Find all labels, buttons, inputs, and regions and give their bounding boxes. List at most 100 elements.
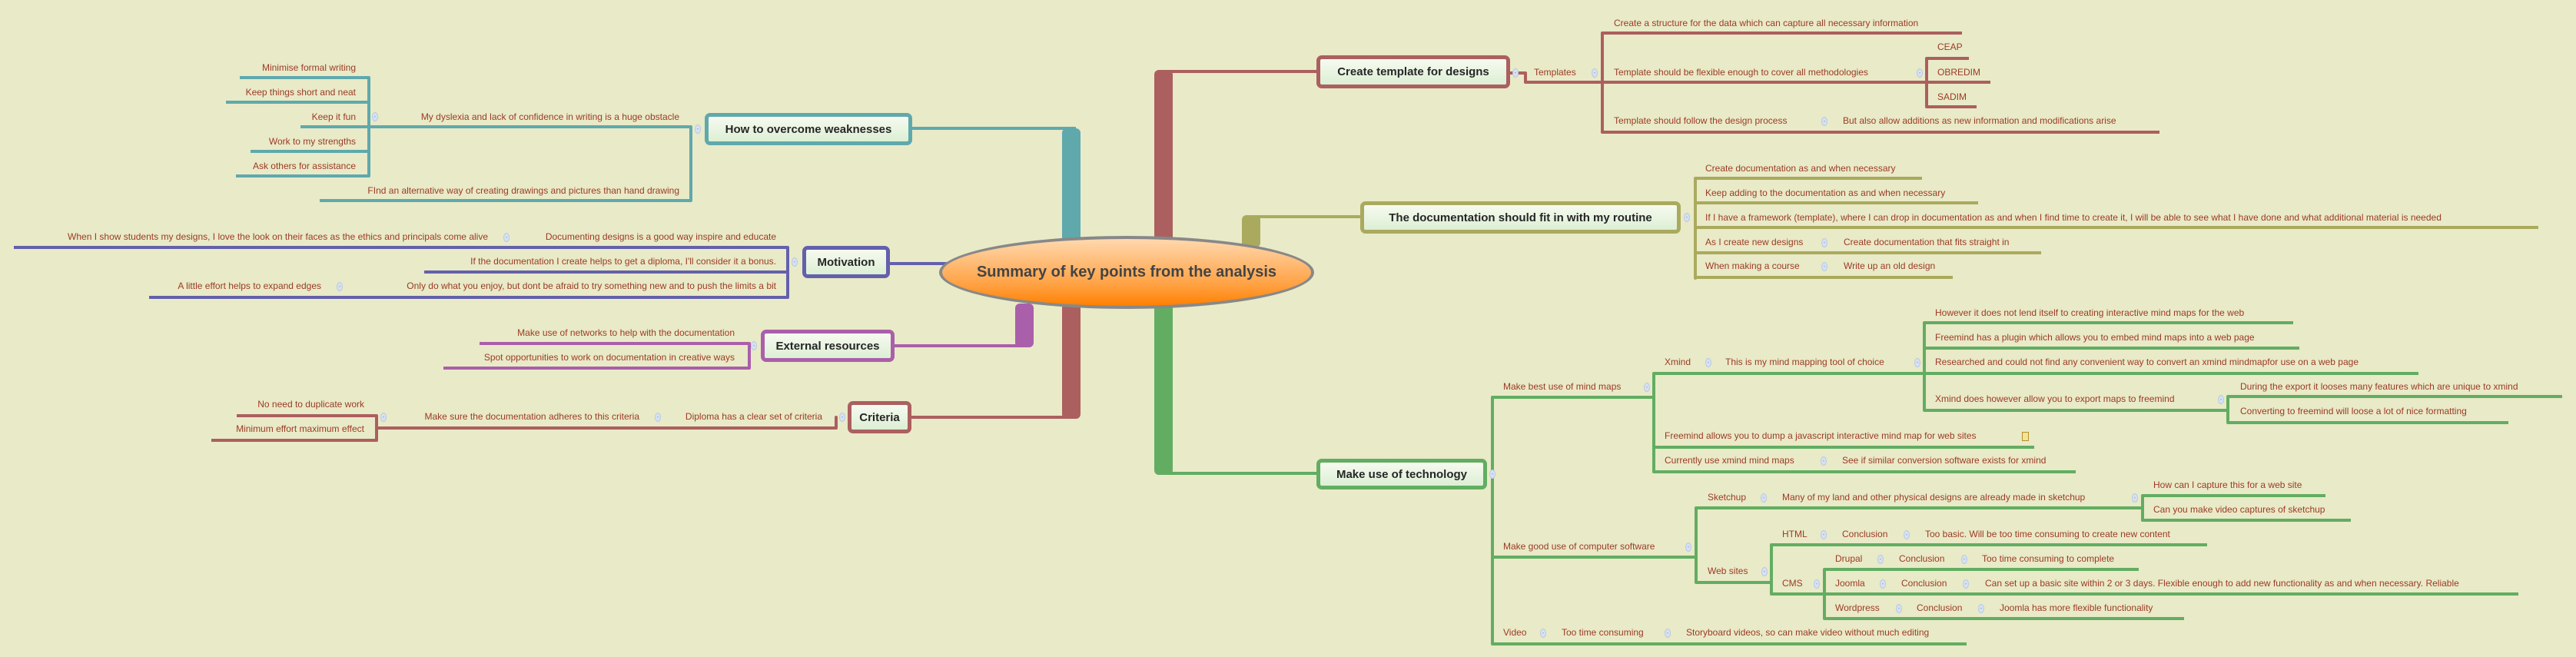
topic-label[interactable]: Diploma has a clear set of criteria (685, 411, 822, 422)
topic-label[interactable]: CMS (1782, 578, 1803, 589)
topic-label[interactable]: Too time consuming to complete (1982, 553, 2115, 564)
topic-label[interactable]: Only do what you enjoy, but dont be afra… (407, 280, 776, 291)
collapse-toggle-icon[interactable]: - (1821, 117, 1827, 126)
collapse-toggle-icon[interactable]: - (372, 112, 378, 121)
topic-label[interactable]: Create a structure for the data which ca… (1614, 18, 1919, 28)
topic-label[interactable]: Conclusion (1917, 602, 1963, 613)
topic-label[interactable]: Drupal (1835, 553, 1863, 564)
topic-label[interactable]: Can set up a basic site within 2 or 3 da… (1985, 578, 2459, 589)
topic-label[interactable]: When I show students my designs, I love … (68, 231, 488, 242)
topic-label[interactable]: See if similar conversion software exist… (1842, 455, 2047, 466)
topic-label[interactable]: Can you make video captures of sketchup (2153, 504, 2325, 515)
collapse-toggle-icon[interactable]: - (1880, 579, 1886, 589)
collapse-toggle-icon[interactable]: - (1761, 567, 1768, 576)
topic-label[interactable]: But also allow additions as new informat… (1843, 115, 2116, 126)
topic-label[interactable]: Joomla (1835, 578, 1865, 589)
collapse-toggle-icon[interactable]: - (655, 413, 661, 422)
topic-label[interactable]: If I have a framework (template), where … (1705, 212, 2442, 223)
collapse-toggle-icon[interactable]: - (1821, 530, 1827, 539)
topic-label[interactable]: Keep adding to the documentation as and … (1705, 187, 1946, 198)
topic-external-resources[interactable]: External resources (761, 330, 895, 362)
collapse-toggle-icon[interactable]: - (1512, 68, 1519, 78)
weakness-alternative[interactable]: FInd an alternative way of creating draw… (367, 185, 679, 196)
methodology[interactable]: CEAP (1937, 41, 1963, 52)
note-icon[interactable] (2022, 432, 2029, 441)
topic-label[interactable]: Web sites (1708, 566, 1748, 576)
topic-label[interactable]: Conclusion (1901, 578, 1947, 589)
collapse-toggle-icon[interactable]: - (337, 282, 343, 291)
topic-label[interactable]: A little effort helps to expand edges (178, 280, 321, 291)
collapse-toggle-icon[interactable]: - (1821, 238, 1827, 247)
topic-create-template-for-designs[interactable]: Create template for designs (1316, 55, 1510, 88)
collapse-toggle-icon[interactable]: - (1961, 555, 1967, 564)
collapse-toggle-icon[interactable]: - (1761, 493, 1767, 503)
weakness-obstacle[interactable]: My dyslexia and lack of confidence in wr… (420, 111, 679, 122)
topic-label[interactable]: If the documentation I create helps to g… (470, 256, 776, 267)
collapse-toggle-icon[interactable]: - (695, 124, 701, 134)
topic-label[interactable]: Make use of networks to help with the do… (517, 327, 735, 338)
topic-label[interactable]: Storyboard videos, so can make video wit… (1686, 627, 1930, 638)
topic-label[interactable]: Spot opportunities to work on documentat… (483, 352, 735, 363)
methodology[interactable]: OBREDIM (1937, 67, 1981, 78)
topic-label[interactable]: Xmind does however allow you to export m… (1935, 393, 2175, 404)
topic-make-use-of-technology[interactable]: Make use of technology (1316, 459, 1487, 489)
collapse-toggle-icon[interactable]: - (1904, 530, 1910, 539)
topic-label[interactable]: Xmind (1665, 357, 1691, 367)
topic-label[interactable]: Converting to freemind will loose a lot … (2240, 406, 2467, 416)
collapse-toggle-icon[interactable]: - (1963, 579, 1969, 589)
topic-label[interactable]: Make sure the documentation adheres to t… (424, 411, 639, 422)
collapse-toggle-icon[interactable]: - (1978, 604, 1984, 613)
topic-label[interactable]: Write up an old design (1844, 260, 1936, 271)
topic-label[interactable]: Minimum effort maximum effect (236, 423, 364, 434)
weakness-tip[interactable]: Ask others for assistance (252, 161, 356, 171)
collapse-toggle-icon[interactable]: - (751, 341, 757, 350)
topic-label[interactable]: Wordpress (1835, 602, 1880, 613)
topic-label[interactable]: Currently use xmind mind maps (1665, 455, 1794, 466)
topic-label[interactable]: Video (1503, 627, 1527, 638)
topic-how-to-overcome-weaknesses[interactable]: How to overcome weaknesses (705, 113, 912, 145)
collapse-toggle-icon[interactable]: - (503, 233, 510, 242)
topic-label[interactable]: When making a course (1705, 260, 1800, 271)
topic-criteria[interactable]: Criteria (848, 401, 911, 433)
topic-documentation-routine[interactable]: The documentation should fit in with my … (1360, 201, 1681, 234)
weakness-tip[interactable]: Keep things short and neat (245, 87, 356, 98)
collapse-toggle-icon[interactable]: - (2132, 493, 2138, 503)
topic-label[interactable]: Template should follow the design proces… (1614, 115, 1788, 126)
topic-label[interactable]: Freemind has a plugin which allows you t… (1935, 332, 2255, 343)
weakness-tip[interactable]: Keep it fun (311, 111, 356, 122)
collapse-toggle-icon[interactable]: - (1540, 629, 1546, 638)
topic-label[interactable]: Template should be flexible enough to co… (1614, 67, 1868, 78)
topic-label[interactable]: Conclusion (1842, 529, 1888, 539)
topic-label[interactable]: Researched and could not find any conven… (1935, 357, 2359, 367)
collapse-toggle-icon[interactable]: - (1896, 604, 1902, 613)
topic-label[interactable]: Create documentation as and when necessa… (1705, 163, 1896, 174)
collapse-toggle-icon[interactable]: - (792, 257, 798, 267)
collapse-toggle-icon[interactable]: - (1821, 262, 1827, 271)
collapse-toggle-icon[interactable]: - (839, 413, 845, 422)
topic-label[interactable]: Templates (1534, 67, 1576, 78)
collapse-toggle-icon[interactable]: - (380, 413, 387, 422)
weakness-tip[interactable]: Minimise formal writing (261, 62, 356, 73)
topic-label[interactable]: Many of my land and other physical desig… (1782, 492, 2086, 503)
topic-label[interactable]: How can I capture this for a web site (2153, 479, 2302, 490)
collapse-toggle-icon[interactable]: - (1644, 383, 1650, 392)
topic-label[interactable]: No need to duplicate work (257, 399, 364, 410)
collapse-toggle-icon[interactable]: - (1489, 470, 1495, 479)
topic-label[interactable]: Conclusion (1899, 553, 1945, 564)
topic-label[interactable]: Too time consuming (1562, 627, 1644, 638)
topic-label[interactable]: However it does not lend itself to creat… (1935, 307, 2245, 318)
topic-label[interactable]: Too basic. Will be too time consuming to… (1925, 529, 2170, 539)
collapse-toggle-icon[interactable]: - (1705, 358, 1711, 367)
topic-label[interactable]: Create documentation that fits straight … (1844, 237, 2010, 247)
collapse-toggle-icon[interactable]: - (1665, 629, 1671, 638)
topic-label[interactable]: HTML (1782, 529, 1808, 539)
collapse-toggle-icon[interactable]: - (1685, 543, 1691, 552)
collapse-toggle-icon[interactable]: - (2218, 395, 2224, 404)
topic-motivation[interactable]: Motivation (802, 246, 890, 278)
collapse-toggle-icon[interactable]: - (1877, 555, 1884, 564)
collapse-toggle-icon[interactable]: - (1684, 213, 1690, 222)
methodology[interactable]: SADIM (1937, 91, 1967, 102)
weakness-tip[interactable]: Work to my strengths (268, 136, 356, 147)
topic-label[interactable]: Sketchup (1708, 492, 1747, 503)
collapse-toggle-icon[interactable]: - (1814, 579, 1820, 589)
